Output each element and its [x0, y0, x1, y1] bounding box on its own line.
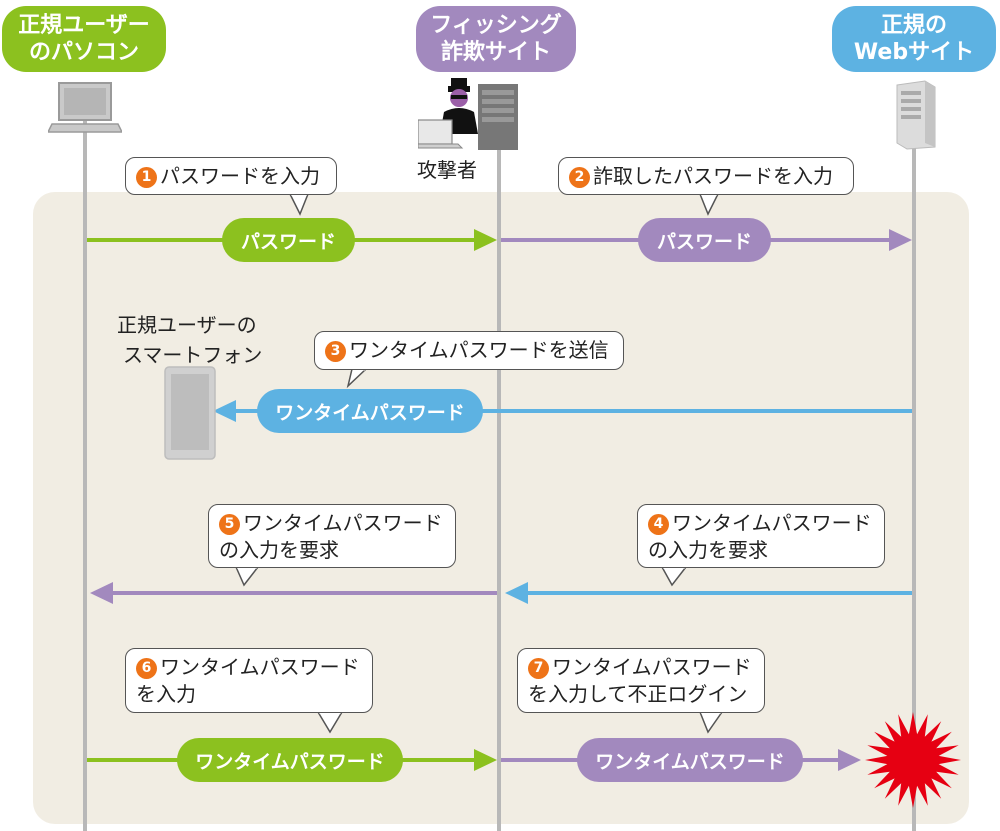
step-1-number: 1	[136, 167, 157, 188]
actor-phishing-line2: 詐欺サイト	[440, 40, 551, 65]
step-7-number: 7	[528, 658, 549, 679]
user-pc-lifeline	[83, 108, 87, 831]
step-3-text: ワンタイムパスワードを送信	[349, 338, 609, 362]
message-otp-3: ワンタイムパスワード	[257, 389, 483, 433]
step-2-text: 詐取したパスワードを入力	[593, 164, 833, 188]
phishing-site-lifeline	[497, 108, 501, 831]
step-5-text-line2: の入力を要求	[219, 538, 339, 562]
server-icon	[896, 80, 936, 150]
step-5-text-line1: ワンタイムパスワード	[243, 511, 443, 535]
smartphone-label-line1: 正規ユーザーの	[117, 313, 257, 337]
message-password-1: パスワード	[222, 218, 355, 262]
actor-user-pc-line2: のパソコン	[28, 40, 139, 65]
arrow-step-5	[90, 582, 497, 604]
step-6-text-line2: を入力	[136, 682, 196, 706]
step-6-text-line1: ワンタイムパスワード	[160, 655, 360, 679]
step-5-number: 5	[219, 514, 240, 535]
step-4-text-line2: の入力を要求	[648, 538, 768, 562]
actor-legit-site: 正規の Webサイト	[832, 6, 996, 72]
actor-legit-line1: 正規の	[880, 13, 947, 38]
smartphone-label: 正規ユーザーの スマートフォン	[117, 310, 262, 370]
step-2-number: 2	[569, 167, 590, 188]
laptop-icon	[48, 82, 122, 133]
message-password-2: パスワード	[638, 218, 771, 262]
step-6-number: 6	[136, 658, 157, 679]
step-7-text-line1: ワンタイムパスワード	[552, 655, 752, 679]
actor-phishing-site: フィッシング 詐欺サイト	[416, 6, 576, 72]
step-1-text: パスワードを入力	[160, 164, 320, 188]
message-otp-7: ワンタイムパスワード	[577, 738, 803, 782]
attacker-label: 攻撃者	[417, 158, 477, 182]
actor-user-pc-line1: 正規ユーザー	[18, 13, 150, 38]
hacker-icon	[418, 78, 518, 150]
step-7-text-line2: を入力して不正ログイン	[528, 682, 748, 706]
arrow-step-4	[505, 582, 912, 604]
actor-phishing-line1: フィッシング	[430, 13, 562, 38]
step-3-number: 3	[325, 341, 346, 362]
actor-legit-line2: Webサイト	[853, 40, 975, 65]
alert-burst-icon	[865, 712, 961, 808]
smartphone-label-line2: スマートフォン	[123, 343, 263, 367]
actor-user-pc: 正規ユーザー のパソコン	[2, 6, 166, 72]
legit-site-lifeline	[912, 108, 916, 831]
smartphone-icon	[164, 366, 216, 460]
message-otp-6: ワンタイムパスワード	[177, 738, 403, 782]
step-4-number: 4	[648, 514, 669, 535]
step-4-text-line1: ワンタイムパスワード	[672, 511, 872, 535]
